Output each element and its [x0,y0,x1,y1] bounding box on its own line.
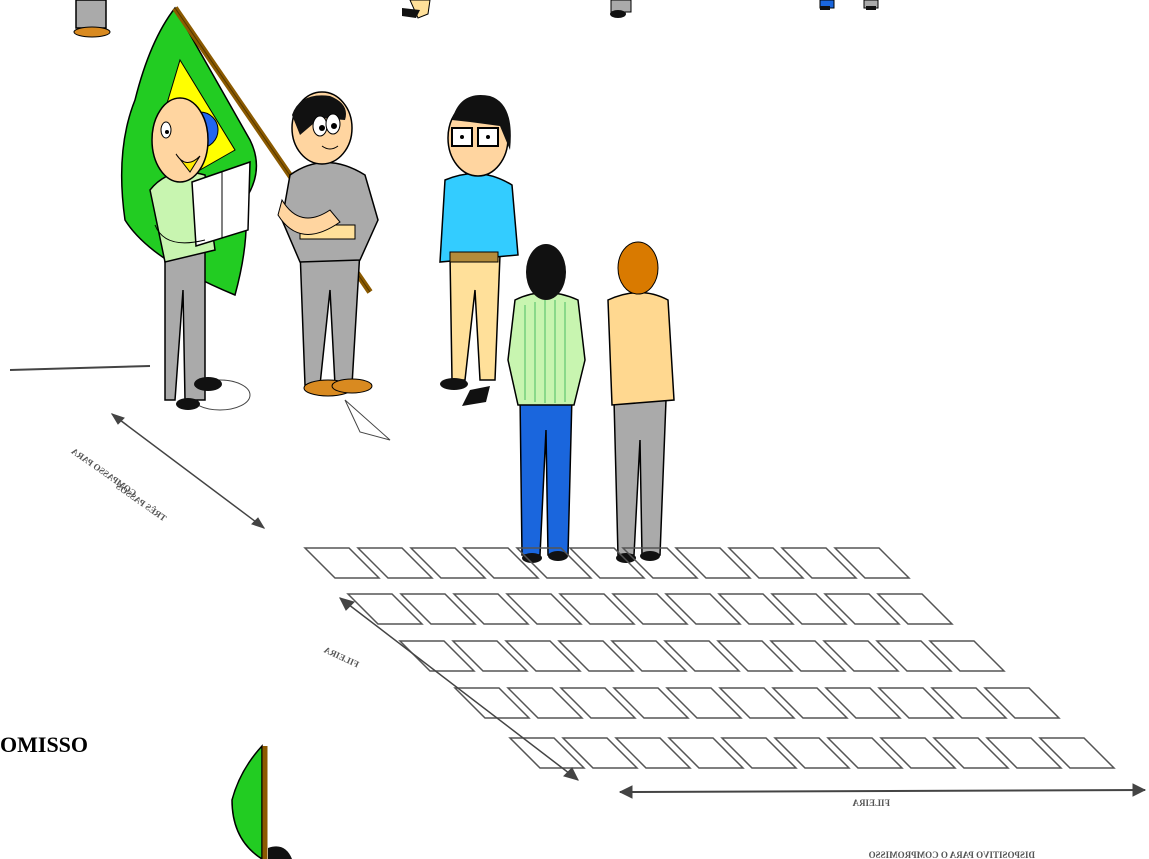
distance-label-bottom: TRÊS PASSOS [114,481,168,523]
position-marker [932,688,1006,718]
position-marker [401,594,475,624]
position-marker [612,641,686,671]
position-marker [563,738,637,768]
position-marker [828,738,902,768]
position-marker [453,641,527,671]
position-marker [358,548,432,578]
position-marker [506,641,580,671]
position-marker [825,594,899,624]
position-marker [665,641,739,671]
position-marker [667,688,741,718]
position-marker [722,738,796,768]
position-marker [773,688,847,718]
position-marker [878,594,952,624]
position-marker [508,688,582,718]
page-caption: OMISSO [0,732,88,758]
position-marker [930,641,1004,671]
position-marker [559,641,633,671]
position-marker [824,641,898,671]
position-marker [718,641,792,671]
position-marker [510,738,584,768]
position-marker [879,688,953,718]
formation-grid [305,548,1114,768]
position-marker [719,594,793,624]
position-marker [934,738,1008,768]
position-marker [348,594,422,624]
back-view-figure-green [508,244,585,563]
flag-bearer-figure [278,92,378,396]
officer-figure [440,95,518,406]
position-marker [560,594,634,624]
position-marker [676,548,750,578]
position-marker [826,688,900,718]
position-marker [835,548,909,578]
position-marker [305,548,379,578]
position-marker [987,738,1061,768]
bottom-flag-partial [232,746,292,859]
position-marker [782,548,856,578]
position-marker [720,688,794,718]
position-marker [775,738,849,768]
position-marker [1040,738,1114,768]
position-marker [666,594,740,624]
position-marker [729,548,803,578]
position-marker [614,688,688,718]
position-marker [877,641,951,671]
position-marker [613,594,687,624]
bottom-caption-label: DISPOSITIVO PARA O COMPROMISSO [869,850,1035,859]
left-row-label: FILEIRA [322,644,361,669]
position-marker [454,594,528,624]
position-marker [411,548,485,578]
position-marker [881,738,955,768]
back-view-figure-peach [608,242,674,563]
position-marker [616,738,690,768]
position-marker [985,688,1059,718]
position-marker [771,641,845,671]
position-marker [669,738,743,768]
bottom-row-label: FILEIRA [852,798,890,808]
position-marker [507,594,581,624]
position-marker [772,594,846,624]
position-marker [400,641,474,671]
position-marker [561,688,635,718]
